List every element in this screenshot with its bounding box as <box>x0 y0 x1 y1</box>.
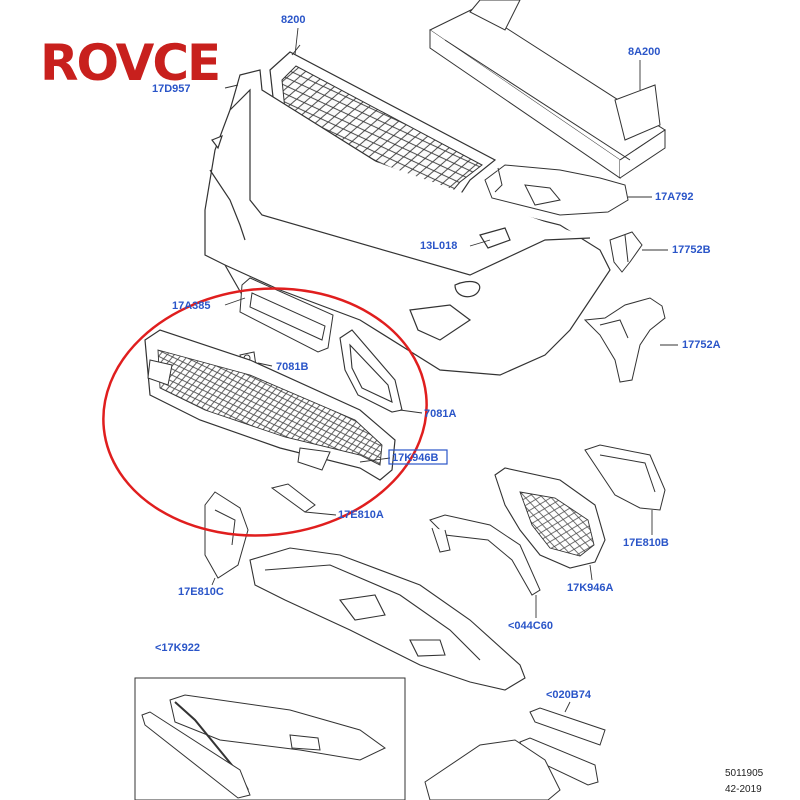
callout-17D957: 17D957 <box>152 83 191 95</box>
side-grille-17K946A <box>494 467 606 569</box>
bracket-17752B <box>609 231 643 273</box>
callout-17K946B: 17K946B <box>392 452 439 464</box>
diagram-date: 42-2019 <box>725 784 762 795</box>
callout-8200: 8200 <box>281 14 306 26</box>
callout-17752A: 17752A <box>682 339 721 351</box>
callout-020B74: <020B74 <box>546 689 591 701</box>
callout-17K922: <17K922 <box>155 642 200 654</box>
bracket-17A792 <box>484 164 629 216</box>
callout-044C60: <044C60 <box>508 620 553 632</box>
cover-17E810B <box>584 444 666 511</box>
trim-044C60 <box>429 514 541 596</box>
highlight-ring <box>102 287 428 537</box>
callout-17752B: 17752B <box>672 244 711 256</box>
callout-17A792: 17A792 <box>655 191 694 203</box>
brand-logo: ROVCE <box>40 34 221 92</box>
callout-13L018: 13L018 <box>420 240 458 252</box>
callout-17K946A: 17K946A <box>567 582 614 594</box>
diagram-number: 5011905 <box>725 768 764 779</box>
reinforcement-beam-8A200 <box>429 0 666 179</box>
callout-7081B: 7081B <box>276 361 309 373</box>
callout-7081A: 7081A <box>424 408 457 420</box>
bracket-17752A <box>583 297 666 383</box>
cover-17E810C <box>204 491 249 579</box>
callout-17E810A: 17E810A <box>338 509 384 521</box>
bumper-cover <box>204 69 611 376</box>
plate-bracket-17A385 <box>239 277 334 353</box>
callout-17E810C: 17E810C <box>178 586 224 598</box>
label-box-17K946B <box>388 449 448 465</box>
inset-17K922 <box>134 677 406 800</box>
bezel-7081A <box>339 329 403 413</box>
lower-grille-17K946B <box>144 329 396 481</box>
leader-lines <box>211 27 678 713</box>
callout-17A385: 17A385 <box>172 300 211 312</box>
undertray <box>249 547 526 691</box>
callout-17E810B: 17E810B <box>623 537 669 549</box>
callout-8A200: 8A200 <box>628 46 661 58</box>
panel-17E810A <box>270 483 316 513</box>
strips-020B74 <box>424 707 606 800</box>
